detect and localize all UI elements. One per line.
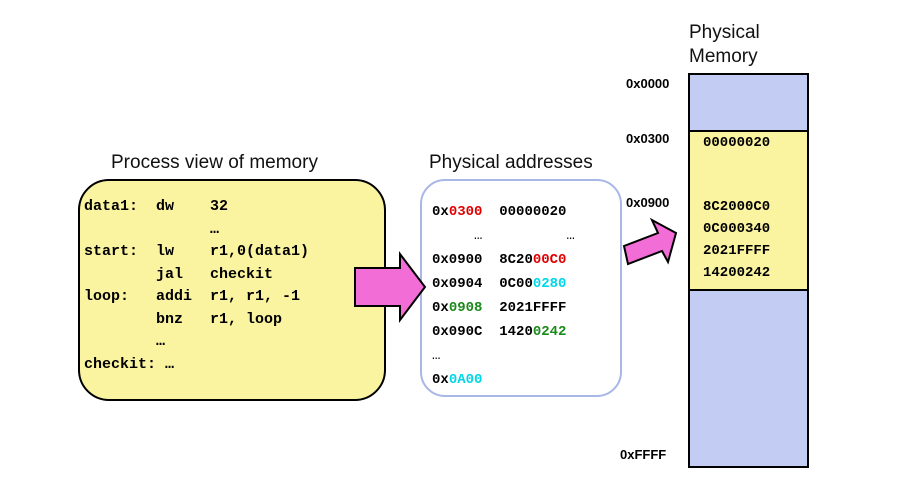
value-highlight: 00C0 bbox=[532, 252, 567, 268]
memory-region-used bbox=[688, 130, 809, 291]
value-highlight: 0280 bbox=[532, 276, 567, 292]
memory-address-ffff: 0xFFFF bbox=[620, 447, 667, 462]
memory-address-0900: 0x0900 bbox=[626, 195, 670, 210]
address-prefix: 0x bbox=[432, 300, 449, 316]
code-line: loop: addi r1, r1, -1 bbox=[84, 288, 301, 305]
address-prefix: 0x bbox=[432, 372, 449, 388]
address-gap bbox=[482, 252, 499, 268]
memory-word-090c: 14200242 bbox=[703, 265, 771, 281]
value-plain: 00000020 bbox=[499, 204, 567, 220]
ellipsis: … bbox=[432, 348, 441, 364]
address-row: 0x0900 8C2000C0 bbox=[432, 248, 566, 272]
memory-word-0908: 2021FFFF bbox=[703, 243, 771, 259]
arrow-physical-to-memory bbox=[622, 217, 678, 266]
code-line: start: lw r1,0(data1) bbox=[84, 243, 310, 260]
code-line: … bbox=[84, 333, 166, 350]
process-view-title: Process view of memory bbox=[111, 152, 318, 173]
address-gap bbox=[482, 300, 499, 316]
address-prefix: 0x bbox=[432, 204, 449, 220]
address-row: 0x0904 0C000280 bbox=[432, 272, 566, 296]
memory-word-0900: 8C2000C0 bbox=[703, 199, 771, 215]
address-highlight: 0A00 bbox=[448, 372, 483, 388]
physical-memory-title-line2: Memory bbox=[689, 46, 758, 67]
memory-region-bottom bbox=[688, 289, 809, 468]
memory-word-0300: 00000020 bbox=[703, 135, 771, 151]
address-gap bbox=[482, 324, 499, 340]
address-prefix: 0x0900 bbox=[432, 252, 483, 268]
address-row: 0x0300 00000020 bbox=[432, 200, 566, 224]
address-prefix: 0x0904 bbox=[432, 276, 483, 292]
address-highlight: 0908 bbox=[448, 300, 483, 316]
arrow-process-to-physical bbox=[354, 251, 427, 323]
code-line: checkit: … bbox=[84, 355, 175, 373]
memory-address-0300: 0x0300 bbox=[626, 131, 670, 146]
physical-addresses-title: Physical addresses bbox=[429, 152, 593, 173]
address-row: 0x0A00 bbox=[432, 368, 482, 392]
ellipsis: … … bbox=[432, 228, 575, 244]
value-plain: 0C00 bbox=[499, 276, 533, 292]
address-row: … … bbox=[432, 224, 575, 248]
address-row: 0x090C 14200242 bbox=[432, 320, 566, 344]
address-gap bbox=[482, 204, 499, 220]
code-line: data1: dw 32 bbox=[84, 198, 229, 215]
address-prefix: 0x090C bbox=[432, 324, 483, 340]
address-row: … bbox=[432, 344, 440, 368]
code-line: jal checkit bbox=[84, 265, 274, 283]
address-row: 0x0908 2021FFFF bbox=[432, 296, 566, 320]
address-gap bbox=[482, 276, 499, 292]
value-highlight: 0242 bbox=[532, 324, 567, 340]
value-plain: 1420 bbox=[499, 324, 533, 340]
memory-word-0904: 0C000340 bbox=[703, 221, 771, 237]
code-line: … bbox=[84, 220, 220, 238]
value-plain: 8C20 bbox=[499, 252, 533, 268]
address-highlight: 0300 bbox=[448, 204, 483, 220]
memory-region-top bbox=[688, 73, 809, 132]
value-plain: 2021FFFF bbox=[499, 300, 567, 316]
physical-memory-title-line1: Physical bbox=[689, 22, 760, 43]
code-line: bnz r1, loop bbox=[84, 310, 283, 328]
memory-address-0000: 0x0000 bbox=[626, 76, 670, 91]
